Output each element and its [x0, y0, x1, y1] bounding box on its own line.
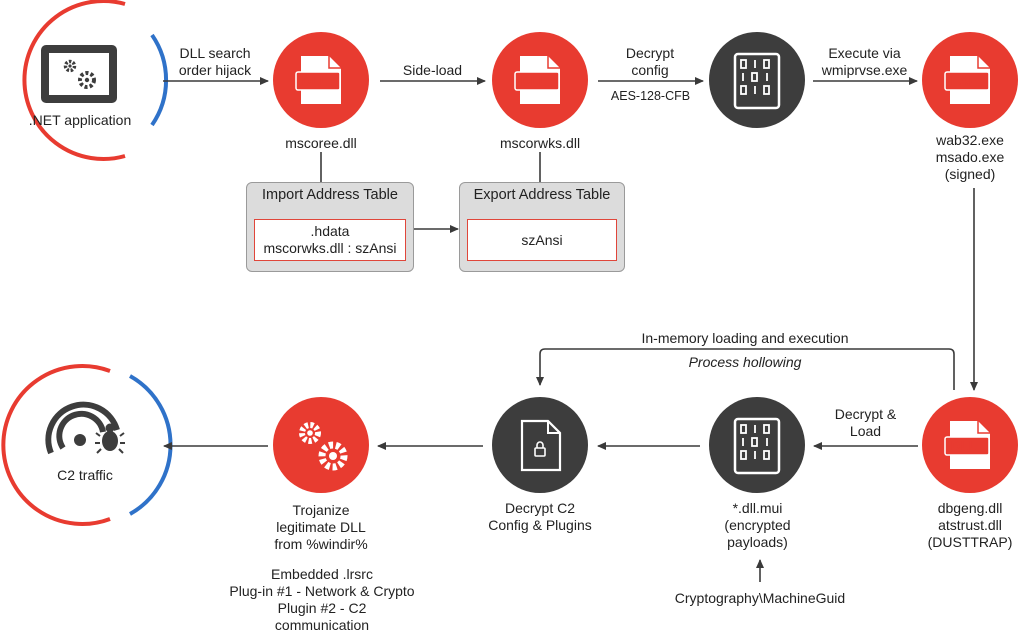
execute-via-label: Execute via wmiprvse.exe — [812, 45, 917, 79]
mscorwks-label: mscorwks.dll — [499, 135, 581, 151]
dll-search-line-1: DLL search — [179, 45, 251, 61]
mscoree-dll-icon-label: DLL — [302, 73, 328, 88]
arrow-in-memory-loading — [536, 348, 955, 390]
aes-label: AES-128-CFB — [610, 89, 691, 103]
trojanize-line-3: from %windir% — [274, 536, 368, 552]
execute-via-line-2: wmiprvse.exe — [821, 62, 908, 78]
decrypt-load-line-2: Load — [849, 423, 882, 439]
dllmui-label: *.dll.mui (encrypted payloads) — [700, 500, 815, 551]
mscoree-dll-icon — [273, 32, 369, 128]
signal-bug-icon — [45, 401, 125, 455]
binary-code-icon — [709, 32, 805, 128]
embedded-label: Embedded .lrsrc Plug-in #1 - Network & C… — [218, 566, 426, 634]
wab32-line-1: wab32.exe — [936, 132, 1004, 148]
dll-search-line-2: order hijack — [178, 62, 252, 78]
wab32-line-2: msado.exe — [935, 149, 1005, 165]
embedded-line-1: Embedded .lrsrc — [271, 566, 373, 582]
exe-icon-label: EXE — [951, 73, 978, 88]
side-load-label: Side-load — [402, 62, 463, 78]
decrypt-load-line-1: Decrypt & — [834, 406, 897, 422]
dusttrap-line-1: dbgeng.dll — [937, 500, 1003, 516]
in-memory-label: In-memory loading and execution — [641, 330, 849, 346]
dllmui-line-2: (encrypted — [724, 517, 791, 533]
c2-traffic-label: C2 traffic — [57, 467, 113, 483]
trojanize-label: Trojanize legitimate DLL from %windir% — [255, 502, 387, 553]
embedded-line-3: Plugin #2 - C2 — [277, 600, 367, 616]
decrypt-config-label: Decrypt config — [605, 45, 695, 79]
dusttrap-line-2: atstrust.dll — [938, 517, 1002, 533]
import-table-line-1: .hdata — [310, 223, 350, 239]
export-table-title: Export Address Table — [473, 187, 611, 203]
dllmui-line-1: *.dll.mui — [732, 500, 783, 516]
decrypt-config-line-1: Decrypt — [625, 45, 675, 61]
connectors — [163, 77, 978, 582]
mscorwks-dll-icon — [492, 32, 588, 128]
machine-guid-label: Cryptography\MachineGuid — [674, 590, 846, 606]
import-address-table: Import Address Table .hdata mscorwks.dll… — [246, 182, 414, 272]
mscorwks-dll-icon-label: DLL — [521, 73, 547, 88]
export-address-table: Export Address Table szAnsi — [459, 182, 625, 272]
c2-traffic-node — [1, 364, 173, 526]
dusttrap-dll-icon-label: DLL — [951, 438, 977, 453]
wab32-label: wab32.exe msado.exe (signed) — [920, 132, 1020, 183]
exe-file-icon — [922, 32, 1018, 128]
dllmui-line-3: payloads) — [727, 534, 788, 550]
decrypt-c2-label: Decrypt C2 Config & Plugins — [470, 500, 610, 534]
dusttrap-dll-icon — [922, 397, 1018, 493]
decrypt-load-label: Decrypt & Load — [818, 406, 913, 440]
decrypt-c2-line-1: Decrypt C2 — [504, 500, 576, 516]
import-table-content: .hdata mscorwks.dll : szAnsi — [254, 219, 406, 261]
embedded-line-2: Plug-in #1 - Network & Crypto — [229, 583, 415, 599]
decrypt-c2-line-2: Config & Plugins — [488, 517, 592, 533]
trojanize-line-2: legitimate DLL — [276, 519, 366, 535]
import-table-line-2: mscorwks.dll : szAnsi — [263, 240, 397, 256]
export-table-content: szAnsi — [467, 219, 617, 261]
encrypted-payload-binary-icon — [709, 397, 805, 493]
import-table-title: Import Address Table — [262, 187, 398, 203]
locked-file-icon — [492, 397, 588, 493]
export-table-line-1: szAnsi — [521, 231, 563, 248]
net-app-label: .NET application — [28, 112, 132, 128]
app-window-gears-icon — [41, 45, 117, 103]
process-hollowing-label: Process hollowing — [688, 354, 802, 370]
dusttrap-line-3: (DUSTTRAP) — [927, 534, 1013, 550]
dll-search-label: DLL search order hijack — [160, 45, 270, 79]
gears-icon — [273, 397, 369, 493]
net-app-node — [22, 0, 168, 161]
mscoree-label: mscoree.dll — [285, 135, 357, 151]
execute-via-line-1: Execute via — [828, 45, 901, 61]
trojanize-line-1: Trojanize — [292, 502, 350, 518]
embedded-line-4: communication — [274, 617, 370, 633]
decrypt-config-line-2: config — [631, 62, 669, 78]
dusttrap-label: dbgeng.dll atstrust.dll (DUSTTRAP) — [915, 500, 1024, 551]
wab32-line-3: (signed) — [944, 166, 996, 182]
